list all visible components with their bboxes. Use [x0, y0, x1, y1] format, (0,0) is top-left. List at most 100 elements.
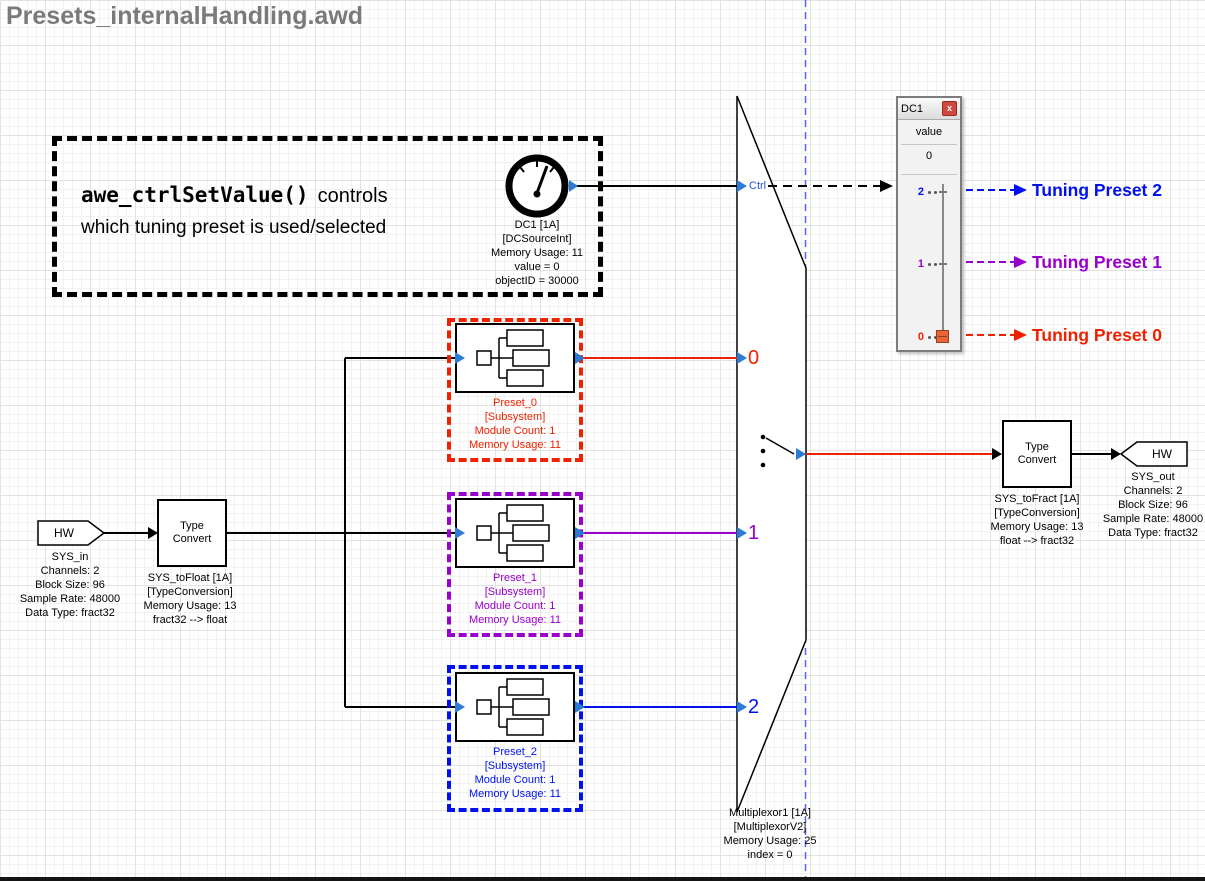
tc-out-name: SYS_toFract [1A] [994, 493, 1080, 505]
hw-out-blocksize: Block Size: 96 [1118, 499, 1188, 511]
mux-ctrl-port[interactable] [737, 180, 747, 192]
tick-dot [928, 263, 931, 266]
page-title: Presets_internalHandling.awd [6, 2, 364, 30]
mux-input1-label: 1 [748, 522, 760, 544]
annotation-rest: controls [317, 185, 388, 207]
canvas-bottom-edge [0, 877, 1205, 881]
preset2-input-port[interactable] [455, 701, 465, 713]
track-tick [939, 191, 947, 193]
dc1-value-label: value [915, 126, 943, 138]
tick-dot [934, 191, 937, 194]
close-icon[interactable]: x [942, 101, 957, 116]
arrowhead-tick0 [1014, 329, 1027, 341]
arrowhead-hw-out [1111, 448, 1121, 460]
mux-memory: Memory Usage: 25 [723, 835, 817, 847]
preset2-output-port[interactable] [575, 701, 585, 713]
preset0-output-port[interactable] [575, 352, 585, 364]
preset2-module-info: Preset_2 [Subsystem] Module Count: 1 Mem… [447, 745, 583, 801]
tuning-preset1-label: Tuning Preset 1 [1032, 252, 1162, 272]
tc-in-conversion: fract32 --> float [152, 614, 228, 626]
tc-in-memory: Memory Usage: 13 [143, 600, 237, 612]
dc1-slider-track[interactable] [942, 184, 944, 340]
dc-source-gauge-icon[interactable] [505, 154, 569, 218]
tuning-preset2-label: Tuning Preset 2 [1032, 180, 1162, 200]
tc-in-class: [TypeConversion] [147, 586, 233, 598]
arrowhead-ctrl-panel [880, 180, 893, 192]
preset1-module-count: Module Count: 1 [474, 600, 556, 612]
tc-out-memory: Memory Usage: 13 [990, 521, 1084, 533]
preset1-output-port[interactable] [575, 527, 585, 539]
track-tick [939, 263, 947, 265]
tc-out-conversion: float --> fract32 [999, 535, 1075, 547]
mux-input2-label: 2 [748, 696, 760, 718]
preset1-highlight-frame [447, 492, 583, 637]
dc-source-class: [DCSourceInt] [502, 233, 572, 245]
mux-module-info: Multiplexor1 [1A] [MultiplexorV2] Memory… [690, 806, 850, 862]
subsystem-icon [476, 678, 550, 736]
annotation-code: awe_ctrlSetValue() [81, 183, 309, 207]
mux-input2-port[interactable] [737, 701, 747, 713]
dc-source-module-info: DC1 [1A] [DCSourceInt] Memory Usage: 11 … [447, 218, 627, 288]
preset0-name: Preset_0 [492, 397, 538, 409]
dc1-panel-titlebar[interactable]: DC1 x [898, 98, 960, 120]
mux-input1-port[interactable] [737, 527, 747, 539]
preset2-module-count: Module Count: 1 [474, 774, 556, 786]
preset1-input-port[interactable] [455, 527, 465, 539]
panel-separator [901, 144, 957, 145]
preset0-highlight-frame [447, 318, 583, 462]
slider-tick-label-2: 2 [917, 186, 924, 198]
preset0-input-port[interactable] [455, 352, 465, 364]
hw-in-label: HW [54, 526, 74, 540]
dc-source-value: value = 0 [514, 261, 560, 273]
hw-out-datatype: Data Type: fract32 [1108, 527, 1198, 539]
tick-dot [934, 336, 937, 339]
tuning-preset0-label: Tuning Preset 0 [1032, 325, 1162, 345]
hw-out-samplerate: Sample Rate: 48000 [1102, 513, 1204, 525]
mux-input0-port[interactable] [737, 352, 747, 364]
arrowhead-tick2 [1014, 184, 1027, 196]
typeconvert-out-module[interactable]: Type Convert [1002, 420, 1072, 488]
preset2-name: Preset_2 [492, 746, 538, 758]
mux-output-port[interactable] [796, 448, 806, 460]
hw-in-datatype: Data Type: fract32 [25, 607, 115, 619]
dc1-slider-handle[interactable] [936, 330, 949, 343]
tc-out-class: [TypeConversion] [994, 507, 1080, 519]
preset1-subsystem-module[interactable] [455, 498, 575, 568]
typeconvert-out-info: SYS_toFract [1A] [TypeConversion] Memory… [969, 492, 1105, 548]
hw-output-pin[interactable] [1119, 441, 1188, 467]
preset0-subsystem-module[interactable] [455, 323, 575, 393]
hw-in-channels: Channels: 2 [40, 565, 100, 577]
dc1-panel-title: DC1 [901, 102, 924, 115]
preset2-memory: Memory Usage: 11 [468, 788, 562, 800]
subsystem-icon [476, 504, 550, 562]
tick-dot [928, 191, 931, 194]
mux-ctrl-label: Ctrl [749, 180, 767, 192]
dc1-value-display: 0 [925, 150, 933, 162]
preset0-module-info: Preset_0 [Subsystem] Module Count: 1 Mem… [447, 396, 583, 452]
preset2-subsystem-module[interactable] [455, 672, 575, 742]
typeconvert-in-module[interactable]: Type Convert [157, 499, 227, 567]
dc1-control-panel[interactable]: DC1 x value 0 2 1 0 [896, 96, 962, 352]
preset1-memory: Memory Usage: 11 [468, 614, 562, 626]
mux-class: [MultiplexorV2] [733, 821, 807, 833]
preset0-memory: Memory Usage: 11 [468, 439, 562, 451]
tc-in-name: SYS_toFloat [1A] [147, 572, 233, 584]
dc1-slider[interactable]: 2 1 0 [898, 180, 960, 344]
subsystem-icon [476, 329, 550, 387]
dc-source-output-port[interactable] [569, 180, 578, 192]
preset2-class: [Subsystem] [484, 760, 546, 772]
hw-input-pin[interactable] [37, 520, 106, 546]
preset0-class: [Subsystem] [484, 411, 546, 423]
hw-out-channels: Channels: 2 [1123, 485, 1183, 497]
arrowhead-tick1 [1014, 256, 1027, 268]
tick-dot [934, 263, 937, 266]
tick-dot [928, 336, 931, 339]
annotation-box: awe_ctrlSetValue()controls which tuning … [52, 136, 603, 297]
annotation-line1: awe_ctrlSetValue() controls [81, 183, 598, 208]
hw-in-name: SYS_in [51, 551, 89, 563]
arrowhead-typeconvert-out [992, 448, 1002, 460]
preset1-name: Preset_1 [492, 572, 538, 584]
hw-in-samplerate: Sample Rate: 48000 [19, 593, 121, 605]
